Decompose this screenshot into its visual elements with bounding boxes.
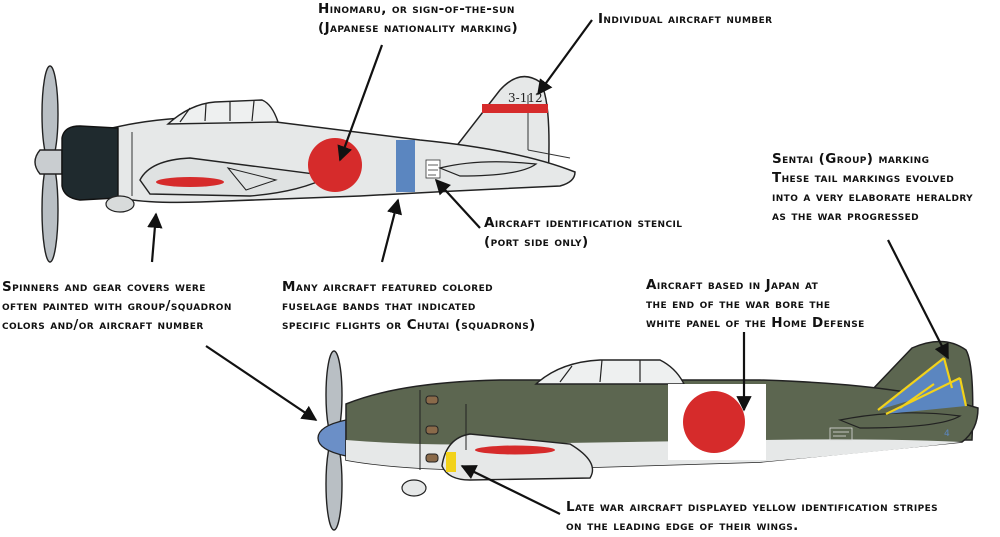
zero-cowling — [61, 125, 119, 201]
label-aircraft-number-line-1: Individual aircraft number — [598, 11, 773, 27]
arrow-spinners-top — [147, 212, 163, 263]
late-war-stencil — [829, 427, 853, 441]
label-yellow-stripes-line-1: Late war aircraft displayed yellow ident… — [566, 499, 939, 515]
arrow-yellow-stripes — [460, 465, 561, 515]
label-sentai-line-1: Sentai (Group) marking — [772, 151, 930, 167]
zero-propeller — [34, 65, 63, 263]
label-home-defense: Aircraft based in Japan at the end of th… — [646, 276, 865, 333]
label-yellow-stripes: Late war aircraft displayed yellow ident… — [566, 498, 938, 536]
sentai-marking — [877, 357, 968, 415]
arrow-sentai — [887, 239, 949, 360]
label-stencil-line-1: Aircraft identification stencil — [484, 215, 683, 231]
label-hinomaru: Hinomaru, or sign-of-the-sun (Japanese n… — [318, 0, 518, 38]
label-aircraft-number: Individual aircraft number — [598, 10, 772, 29]
tail-number: 3-112 — [508, 91, 543, 105]
zero-stencil — [425, 159, 441, 179]
label-hinomaru-line-2: (Japanese nationality marking) — [318, 20, 519, 36]
yellow-identification-stripe — [446, 452, 456, 472]
zero-tail-stripe — [482, 104, 548, 113]
label-sentai-line-3: into a very elaborate heraldry — [772, 189, 974, 205]
zero-hinomaru — [308, 138, 362, 192]
label-stencil-line-2: (port side only) — [484, 234, 589, 250]
arrow-aircraft-number — [537, 19, 593, 96]
arrow-stencil — [434, 178, 481, 229]
label-spinners: Spinners and gear covers were often pain… — [2, 278, 232, 335]
label-sentai-line-4: as the war progressed — [772, 208, 920, 224]
late-war-wing-hinomaru — [475, 445, 555, 455]
label-bands: Many aircraft featured colored fuselage … — [282, 278, 536, 335]
annotation-arrows — [147, 19, 949, 515]
zero-wing-hinomaru — [156, 177, 224, 187]
tail-number-small: 4 — [944, 429, 950, 439]
label-home-defense-line-3: white panel of the Home Defense — [646, 315, 865, 331]
arrow-bands — [380, 198, 402, 263]
label-home-defense-line-1: Aircraft based in Japan at — [646, 277, 819, 293]
late-war-hinomaru — [683, 391, 745, 453]
label-yellow-stripes-line-2: on the leading edge of their wings. — [566, 518, 799, 534]
label-spinners-line-2: often painted with group/squadron — [2, 298, 232, 314]
arrow-spinners-bottom — [205, 345, 318, 421]
late-war-wing — [441, 433, 594, 481]
label-home-defense-line-2: the end of the war bore the — [646, 296, 831, 312]
label-sentai-line-2: These tail markings evolved — [772, 170, 955, 186]
late-war-spinner — [317, 419, 347, 457]
arrow-hinomaru — [337, 44, 384, 162]
label-bands-line-1: Many aircraft featured colored — [282, 279, 494, 295]
label-bands-line-3: specific flights or Chutai (squadrons) — [282, 317, 536, 333]
late-war-canopy — [534, 359, 686, 385]
exhaust-stacks — [425, 395, 439, 463]
label-stencil: Aircraft identification stencil (port si… — [484, 214, 682, 252]
label-sentai: Sentai (Group) marking These tail markin… — [772, 150, 973, 226]
late-war-propeller — [317, 350, 347, 531]
label-spinners-line-3: colors and/or aircraft number — [2, 317, 204, 333]
label-bands-line-2: fuselage bands that indicated — [282, 298, 476, 314]
label-spinners-line-1: Spinners and gear covers were — [2, 279, 206, 295]
zero-canopy — [166, 99, 279, 125]
zero-fuselage-band — [396, 140, 415, 192]
label-hinomaru-line-1: Hinomaru, or sign-of-the-sun — [318, 1, 515, 17]
late-war-fighter — [317, 340, 979, 531]
